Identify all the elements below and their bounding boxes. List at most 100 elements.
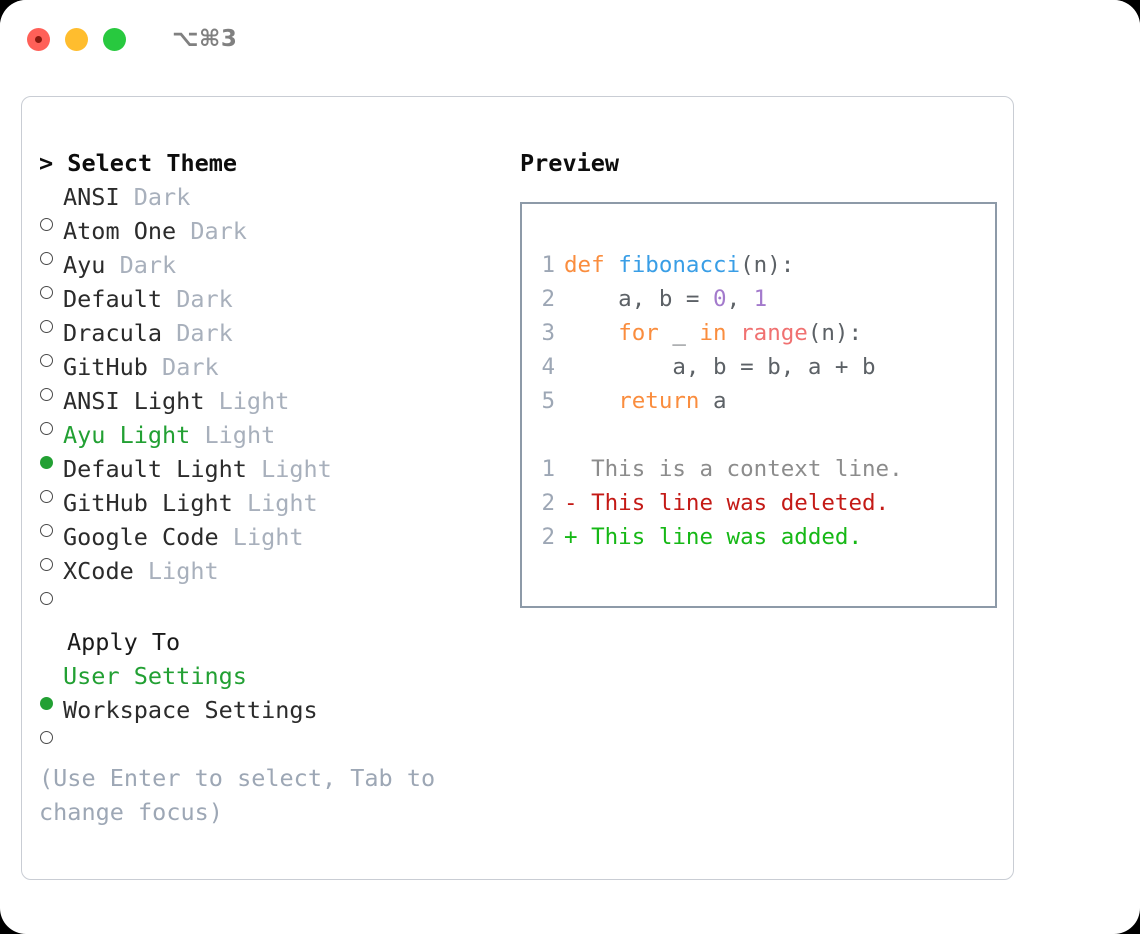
code-token — [564, 388, 618, 414]
select-theme-header: > Select Theme — [39, 149, 238, 177]
theme-kind-label: Dark — [119, 251, 177, 279]
diff-line: 2+ This line was added. — [522, 520, 995, 554]
apply-to-option-label: Workspace Settings — [63, 696, 318, 724]
diff-line: 1 This is a context line. — [522, 452, 995, 486]
code-token: in — [699, 320, 727, 346]
theme-name: Default Light — [63, 455, 247, 483]
theme-name-spacer — [120, 180, 134, 214]
code-token: 0 — [713, 286, 727, 312]
code-line: 3 for _ in range(n): — [522, 316, 995, 350]
theme-name-spacer — [176, 214, 190, 248]
theme-name: XCode — [63, 557, 134, 585]
apply-to-option[interactable]: Workspace Settings — [39, 693, 501, 744]
code-token: for — [618, 320, 659, 346]
theme-list-item[interactable]: Ayu Dark — [39, 248, 501, 299]
line-number: 1 — [541, 456, 555, 482]
theme-list-item[interactable]: Ayu Light Light — [39, 418, 501, 469]
theme-kind-label: Light — [147, 557, 219, 585]
theme-name: ANSI — [63, 183, 120, 211]
theme-kind-label: Dark — [176, 319, 233, 347]
theme-kind-label: Dark — [176, 285, 233, 313]
theme-name: Ayu Light — [63, 421, 191, 449]
theme-name-spacer — [219, 520, 233, 554]
maximize-window-icon[interactable] — [103, 27, 126, 51]
code-line-content: a, b = 0, 1 — [564, 282, 767, 316]
theme-name-spacer — [233, 486, 247, 520]
theme-list-item[interactable]: GitHub Dark — [39, 350, 501, 401]
theme-kind-label: Light — [218, 387, 290, 415]
theme-name: Dracula — [63, 319, 163, 347]
code-spacer — [522, 418, 995, 452]
code-token — [564, 320, 618, 346]
theme-kind-label: Dark — [133, 183, 191, 211]
theme-name: ANSI Light — [63, 387, 205, 415]
theme-kind-label: Light — [246, 489, 318, 517]
theme-name: GitHub Light — [63, 489, 233, 517]
theme-kind-label: Dark — [162, 353, 219, 381]
theme-name: Atom One — [63, 217, 177, 245]
theme-name: Ayu — [63, 251, 106, 279]
code-line: 4 a, b = b, a + b — [522, 350, 995, 384]
code-line: 1 def fibonacci(n): — [522, 248, 995, 282]
code-token: return — [618, 388, 700, 414]
theme-list-item[interactable]: Default Dark — [39, 282, 501, 333]
line-number: 4 — [541, 354, 555, 380]
theme-name-spacer — [162, 316, 176, 350]
theme-name-spacer — [190, 418, 204, 452]
line-number: 2 — [541, 524, 555, 550]
close-window-icon[interactable] — [27, 27, 50, 51]
code-line-content: for _ in range(n): — [564, 316, 862, 350]
apply-to-header: Apply To — [67, 628, 181, 656]
code-token: def — [564, 252, 619, 278]
diff-marker: + — [564, 524, 578, 550]
theme-kind-label: Light — [204, 421, 276, 449]
theme-list-item[interactable]: GitHub Light Light — [39, 486, 501, 537]
apply-to-option-label: User Settings — [63, 662, 247, 690]
code-line-content: def fibonacci(n): — [564, 248, 794, 282]
theme-name: GitHub — [63, 353, 148, 381]
title-bar: ⌥⌘3 — [0, 0, 1140, 78]
theme-name-spacer — [162, 282, 176, 316]
theme-list-item[interactable]: ANSI Light Light — [39, 384, 501, 435]
theme-list-item[interactable]: Google Code Light — [39, 520, 501, 571]
diff-marker — [564, 452, 578, 486]
code-line: 5 return a — [522, 384, 995, 418]
code-token: _ — [658, 320, 700, 346]
apply-to-option[interactable]: User Settings — [39, 659, 501, 710]
code-token: fibonacci — [618, 252, 741, 278]
keyboard-shortcut-label: ⌥⌘3 — [172, 26, 238, 52]
theme-name-spacer — [134, 554, 148, 588]
theme-kind-label: Light — [232, 523, 304, 551]
code-token: 1 — [753, 286, 768, 312]
line-number: 2 — [541, 286, 555, 312]
traffic-lights — [27, 27, 126, 51]
diff-line-content: This is a context line. — [577, 456, 903, 482]
theme-list-item[interactable]: ANSI Dark — [39, 180, 501, 231]
theme-kind-label: Light — [261, 455, 332, 483]
theme-name-spacer — [148, 350, 162, 384]
diff-line-content: This line was deleted. — [577, 490, 890, 516]
theme-kind-label: Dark — [190, 217, 247, 245]
diff-marker: - — [564, 490, 578, 516]
theme-list-item[interactable]: XCode Light — [39, 554, 501, 605]
code-token: (n): — [740, 252, 795, 278]
theme-list-item[interactable]: Dracula Dark — [39, 316, 501, 367]
theme-list-item[interactable]: Atom One Dark — [39, 214, 501, 265]
theme-list-item[interactable]: Default Light Light — [39, 452, 501, 503]
code-token: , — [726, 286, 754, 312]
code-token: a, b = b, a + b — [564, 354, 876, 380]
line-number: 2 — [541, 490, 555, 516]
minimize-window-icon[interactable] — [65, 27, 88, 51]
line-number: 1 — [541, 252, 555, 278]
diff-line: 2- This line was deleted. — [522, 486, 995, 520]
theme-name: Google Code — [63, 523, 219, 551]
theme-name-spacer — [204, 384, 218, 418]
code-token: (n): — [807, 320, 863, 346]
